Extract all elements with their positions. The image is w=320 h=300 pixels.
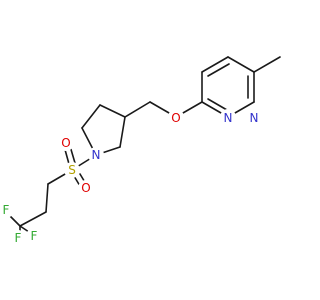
atom-S: S: [68, 163, 76, 177]
atom-N-pyridazine-2: N: [250, 111, 259, 125]
bond: [99, 104, 126, 118]
atom-N-pyrrolidine: N: [92, 148, 101, 162]
trifluoropropyl-chain: [7, 183, 49, 239]
label-bg: [10, 230, 26, 246]
bond-double-inner: [207, 98, 228, 111]
atom-F-3: F: [31, 229, 38, 243]
atom-F-1: F: [15, 231, 22, 245]
label-bg: [58, 135, 74, 151]
bond: [227, 56, 255, 73]
label-bg: [168, 109, 184, 125]
bond: [19, 211, 47, 227]
label-bg: [220, 109, 236, 125]
label-bg: [26, 228, 42, 244]
bond: [81, 104, 101, 129]
bond: [119, 116, 126, 148]
atom-N-pyridazine-1: N: [224, 111, 233, 125]
structure-svg: O N N N S O O F F F: [0, 56, 281, 246]
molecule-diagram: O N N N S O O F F F: [0, 56, 281, 246]
atom-O-sulfonyl-1: O: [61, 136, 70, 150]
bond-double-inner: [207, 63, 230, 77]
label-bg: [0, 202, 14, 218]
atom-O-ether: O: [171, 111, 180, 125]
label-bg: [246, 109, 262, 125]
atom-O-sulfonyl-2: O: [81, 181, 90, 195]
label-bg: [88, 147, 104, 163]
bond: [201, 56, 229, 73]
methyl-bond: [253, 56, 281, 73]
atom-labels: O N N N S O O F F F: [0, 109, 262, 246]
atom-F-2: F: [3, 203, 10, 217]
ether-linkage: [124, 101, 203, 118]
bond: [45, 183, 49, 213]
label-bg: [78, 180, 94, 196]
pyridazine-ring: [201, 56, 281, 118]
pyrrolidine-ring: [81, 104, 126, 156]
bond: [124, 101, 151, 118]
label-bg: [64, 162, 80, 178]
